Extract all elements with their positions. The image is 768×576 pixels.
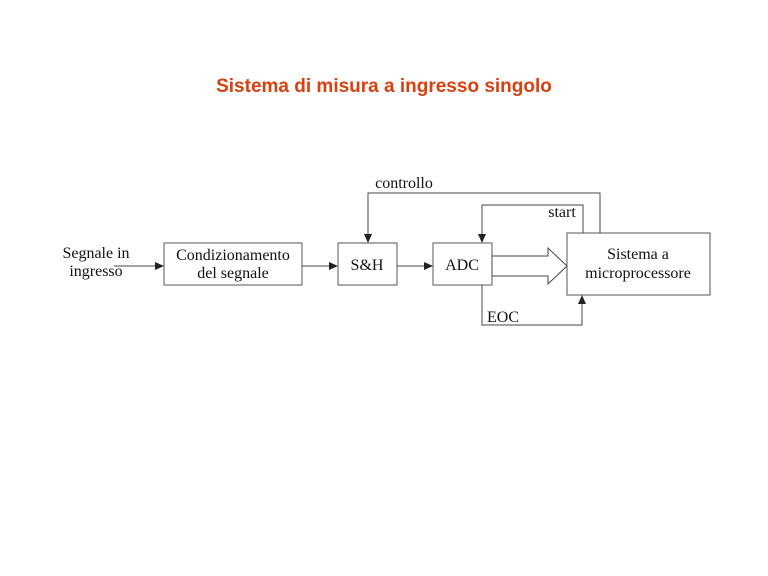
sample-hold-block <box>337 242 398 286</box>
slide-title: Sistema di misura a ingresso singolo <box>216 76 552 97</box>
input-label-line1: Segnale in <box>62 245 129 262</box>
adc-block <box>432 242 493 286</box>
conditioning-label-line2: del segnale <box>197 265 269 282</box>
microprocessor-label-line1: Sistema a <box>607 246 669 263</box>
control-line <box>367 192 601 236</box>
microprocessor-block <box>566 232 711 296</box>
conditioning-to-sh-head <box>329 262 338 270</box>
sample-hold-label: S&H <box>351 257 384 274</box>
input-label-line2: ingresso <box>69 263 122 280</box>
input-arrow-head <box>155 262 164 270</box>
data-bus-arrow <box>491 246 568 286</box>
start-label: start <box>548 204 576 221</box>
eoc-line <box>481 285 583 326</box>
control-label: controllo <box>375 175 433 192</box>
control-arrow-head <box>364 234 372 243</box>
eoc-label: EOC <box>487 309 519 326</box>
microprocessor-label-line2: microprocessore <box>585 265 691 282</box>
adc-label: ADC <box>445 257 479 274</box>
eoc-arrow-head <box>578 295 586 304</box>
start-line <box>481 204 584 236</box>
sh-to-adc-head <box>424 262 433 270</box>
conditioning-label-line1: Condizionamento <box>176 247 290 264</box>
conditioning-block <box>163 242 303 286</box>
start-arrow-head <box>478 234 486 243</box>
